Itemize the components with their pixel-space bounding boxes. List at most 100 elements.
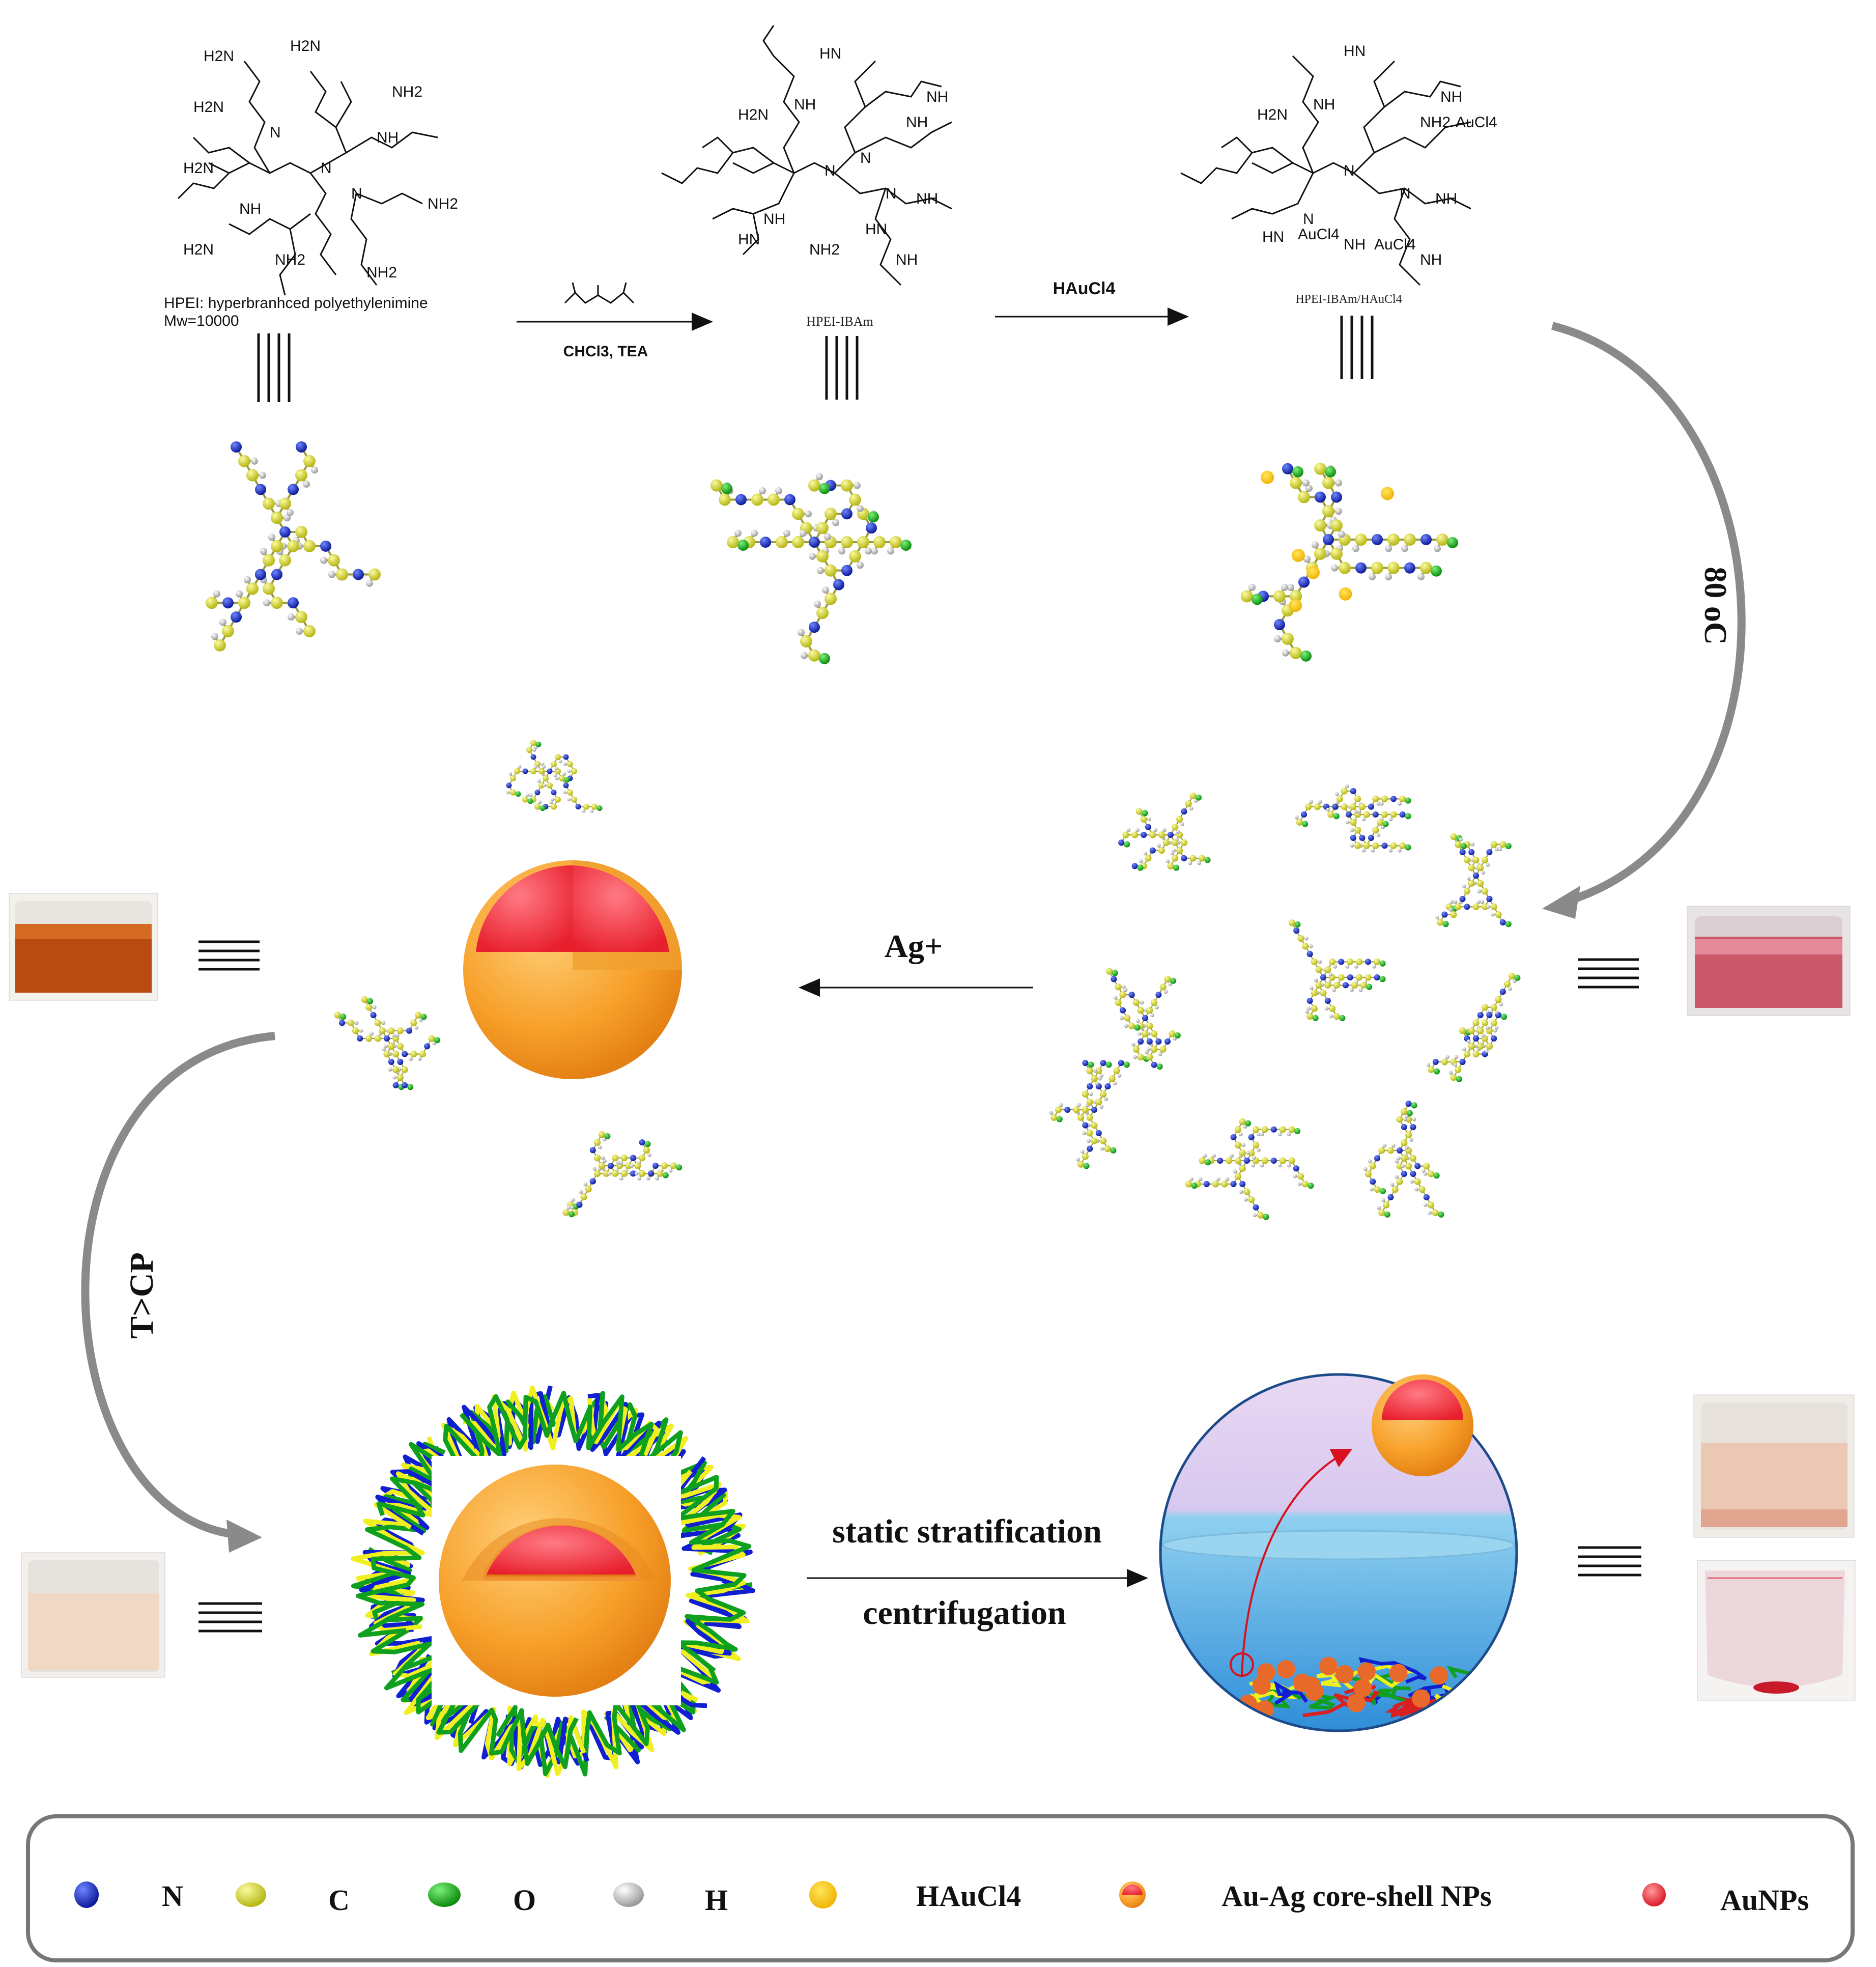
core-shell-np-floating [1372, 1374, 1473, 1476]
label-nh2: NH2 [392, 83, 422, 100]
legend-label-aunps: AuNPs [1720, 1884, 1809, 1917]
oxygen-atom-icon [428, 1882, 461, 1907]
core-shell-np-icon [1119, 1881, 1146, 1908]
nitrogen-atom-icon [74, 1881, 99, 1908]
hpei-skeletal-structure [177, 61, 438, 296]
hpei-ibam-haucl4-skeletal-structure [1180, 55, 1471, 286]
hpei-mw: Mw=10000 [164, 313, 239, 329]
label-nh2: NH2 [809, 241, 840, 258]
vial-photo-centrifuged [1697, 1560, 1856, 1701]
label-n: N [351, 185, 362, 202]
arrow-step4: Ag+ [799, 928, 1033, 997]
label-nh: NH [1344, 236, 1366, 253]
arrow-step3-curved: 80 oC [1542, 322, 1746, 919]
label-nh: NH [1440, 89, 1462, 105]
legend-item-o: O [428, 1882, 536, 1917]
hpei-ibam-atom-labels: HN NH NH H2N NH N N N NH NH HN NH2 HN NH [738, 45, 948, 268]
step6-line1: static stratification [832, 1513, 1102, 1550]
label-hn: HN [1344, 43, 1366, 60]
label-nh2: NH2 [428, 195, 458, 212]
core-shell-np-bottom [432, 1456, 681, 1705]
label-aucl4: AuCl4 [1374, 236, 1416, 253]
label-hn: HN [819, 45, 841, 62]
hpei-ibam-haucl4-atom-labels: HN NH NH2 AuCl4 H2N NH N N NH N AuCl4 NH… [1257, 43, 1497, 268]
arrow-step1: CHCl3, TEA [517, 282, 713, 360]
core-shell-np-cutaway-middle [457, 855, 687, 1079]
aunp-dot-icon [1642, 1883, 1666, 1906]
label-aucl4: AuCl4 [1456, 114, 1497, 131]
label-aucl4: AuCl4 [1298, 226, 1340, 243]
label-nh: NH [1313, 96, 1335, 113]
label-n: N [270, 124, 281, 141]
label-h2n: H2N [183, 241, 214, 258]
label-nh2: NH2 [366, 264, 397, 281]
vial-photo-light-pink [1693, 1394, 1855, 1538]
vial-photo-orange [9, 893, 158, 1001]
label-nh2: NH2 [275, 251, 305, 268]
polymer-aggregate-around-np [351, 1385, 755, 1778]
label-hn: HN [738, 231, 760, 248]
legend-item-n: N [74, 1879, 183, 1913]
label-h2n: H2N [290, 38, 321, 54]
label-nh: NH [926, 89, 948, 105]
equivalence-bars-vertical [257, 316, 1374, 402]
label-n: N [886, 185, 897, 202]
hpei-ibam-haucl4-ball-stick-model [1241, 462, 1458, 662]
step6-line2: centrifugation [863, 1594, 1066, 1632]
label-n: N [1303, 211, 1314, 228]
label-nh: NH [239, 201, 261, 217]
legend-box: N C O H HAuCl4 Au-Ag core-shell NPs A [26, 1814, 1855, 1962]
haucl4-dot-icon [809, 1881, 837, 1908]
label-nh: NH [377, 129, 399, 146]
label-hn: HN [865, 221, 887, 238]
arrow-step6: static stratification centrifugation [807, 1513, 1148, 1632]
aunp-network-ball-stick-model [1049, 784, 1521, 1220]
arrow-step5-curved: T>CP [81, 1032, 275, 1553]
equivalence-bars-horizontal [198, 940, 1641, 1633]
label-h2n: H2N [204, 48, 234, 65]
label-nh2: NH2 [1420, 114, 1451, 131]
label-h2n: H2N [738, 106, 769, 123]
core-shell-polymer-model-top [506, 740, 603, 813]
label-nh: NH [794, 96, 816, 113]
carbon-atom-icon [236, 1882, 266, 1907]
vial-photo-milky [21, 1552, 165, 1678]
legend-item-c: C [236, 1882, 350, 1917]
arrow-step2: HAuCl4 [995, 279, 1189, 326]
legend-label-core-shell: Au-Ag core-shell NPs [1221, 1879, 1492, 1913]
legend-item-core-shell: Au-Ag core-shell NPs [1119, 1879, 1492, 1913]
legend-label-h: H [705, 1884, 728, 1917]
label-nh: NH [906, 114, 928, 131]
hpei-caption: HPEI: hyperbranhced polyethylenimine [164, 295, 428, 312]
hydrogen-atom-icon [613, 1882, 644, 1907]
label-nh: NH [1420, 251, 1442, 268]
label-nh: NH [916, 190, 938, 207]
hpei-ibam-caption: HPEI-IBAm [806, 314, 873, 329]
legend-item-aunps: AuNPs [1642, 1883, 1809, 1917]
legend-label-o: O [513, 1884, 536, 1917]
step2-reagent: HAuCl4 [1053, 279, 1116, 298]
label-nh: NH [763, 211, 785, 228]
step3-condition: 80 oC [1698, 567, 1732, 644]
label-n: N [1400, 185, 1411, 202]
label-h2n: H2N [183, 160, 214, 177]
legend-item-haucl4: HAuCl4 [809, 1879, 1021, 1913]
isobutyric-anhydride-icon [564, 282, 635, 304]
label-h2n: H2N [1257, 106, 1288, 123]
label-hn: HN [1262, 229, 1284, 245]
label-n: N [860, 150, 871, 166]
label-n: N [1344, 162, 1355, 179]
step5-condition: T>CP [123, 1252, 160, 1339]
label-h2n: H2N [193, 99, 224, 116]
vial-photo-pink [1687, 906, 1851, 1016]
step1-reagents: CHCl3, TEA [563, 343, 648, 360]
hpei-ibam-skeletal-structure [661, 25, 952, 286]
legend-label-c: C [328, 1884, 350, 1917]
legend-label-n: N [162, 1879, 183, 1913]
hpei-ibam-haucl4-caption: HPEI-IBAm/HAuCl4 [1295, 293, 1402, 306]
hpei-ball-stick-model [206, 441, 381, 652]
label-nh: NH [1435, 190, 1457, 207]
hpei-ibam-ball-stick-model [710, 473, 912, 664]
legend-item-h: H [613, 1882, 728, 1917]
